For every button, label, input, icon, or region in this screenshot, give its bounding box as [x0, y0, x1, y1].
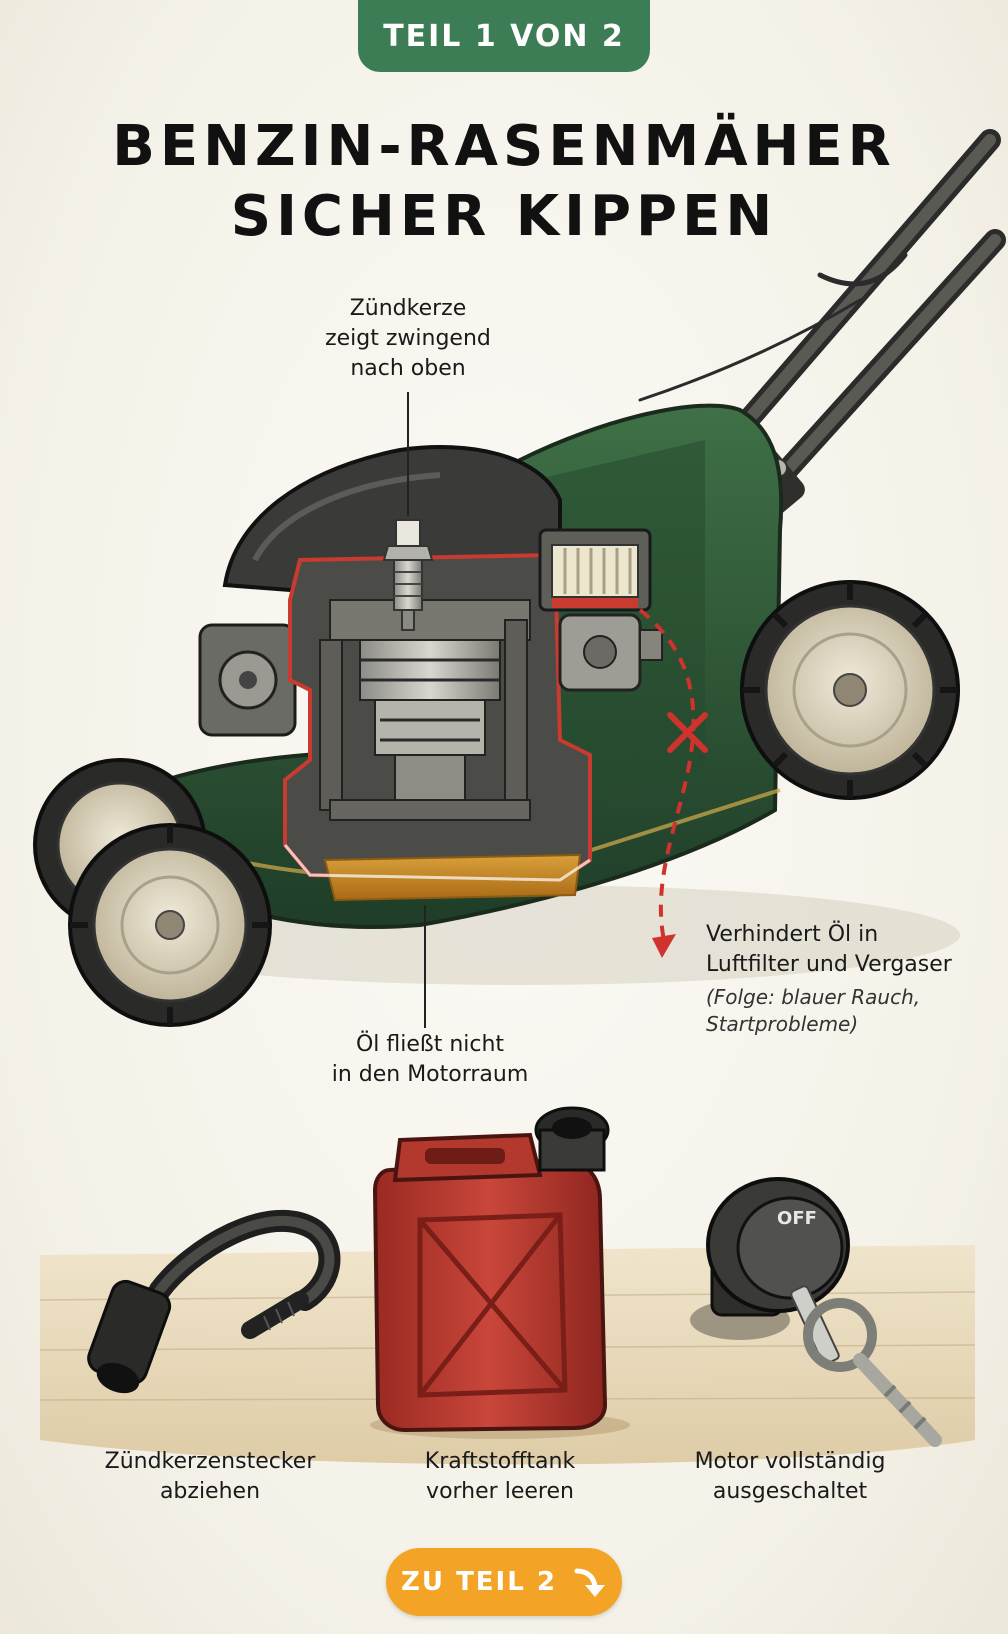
air-filter-annotation: Verhindert Öl in Luftfilter und Vergaser [706, 920, 996, 980]
next-part-button-label: ZU TEIL 2 [401, 1567, 557, 1597]
spark-plug-cap-icon [87, 1209, 341, 1394]
air-filter-note-line: Startprobleme) [706, 1012, 859, 1036]
air-filter-note-line: (Folge: blauer Rauch, [706, 985, 921, 1009]
oil-flow-blocked-path [638, 608, 696, 946]
part-badge-label: TEIL 1 VON 2 [383, 18, 625, 54]
rear-wheel [740, 580, 960, 800]
page-title-line-2: SICHER KIPPEN [230, 184, 778, 249]
front-wheel [68, 823, 272, 1027]
flow-arrow-head [652, 934, 676, 958]
part-badge: TEIL 1 VON 2 [358, 0, 650, 72]
mower-handle [638, 129, 1006, 511]
air-filter-annotation-line: Verhindert Öl in [706, 922, 879, 947]
starter-housing [198, 623, 297, 737]
fuel-canister-icon [370, 1106, 630, 1439]
step-caption-line: Motor vollständig [694, 1449, 886, 1474]
step-caption-line: abziehen [159, 1479, 261, 1504]
engine-internals [319, 599, 531, 821]
carburetor [558, 613, 663, 692]
arrow-down-right-icon [573, 1565, 607, 1599]
step-caption-line: Zündkerzenstecker [104, 1449, 316, 1474]
spark-plug-annotation-line: nach oben [350, 356, 466, 381]
oil-sump-annotation: Öl fließt nicht in den Motorraum [315, 1030, 545, 1090]
oil-sump-annotation-line: in den Motorraum [331, 1062, 529, 1087]
ignition-off-label: OFF [777, 1208, 817, 1229]
spark-plug [382, 519, 434, 631]
spark-plug-annotation-line: zeigt zwingend [325, 326, 491, 351]
blocked-x-icon [667, 712, 708, 753]
air-filter-annotation-line: Luftfilter und Vergaser [706, 952, 952, 977]
oil-sump-annotation-line: Öl fließt nicht [355, 1032, 505, 1057]
next-part-button[interactable]: ZU TEIL 2 [386, 1548, 622, 1616]
step-caption-engine-off: Motor vollständig ausgeschaltet [670, 1447, 910, 1507]
engine-cover [222, 445, 562, 593]
air-filter [538, 528, 652, 612]
air-filter-consequence-note: (Folge: blauer Rauch, Startprobleme) [706, 984, 996, 1038]
page-title-line-1: BENZIN-RASENMÄHER [112, 114, 896, 179]
step-caption-fuel-tank: Kraftstofftank vorher leeren [380, 1447, 620, 1507]
step-caption-line: Kraftstofftank [424, 1449, 576, 1474]
spark-plug-annotation-line: Zündkerze [349, 296, 467, 321]
ignition-key-icon: OFF [690, 1177, 942, 1447]
step-caption-line: vorher leeren [426, 1479, 574, 1504]
step-caption-line: ausgeschaltet [712, 1479, 868, 1504]
step-caption-spark-plug-cap: Zündkerzenstecker abziehen [90, 1447, 330, 1507]
spark-plug-annotation: Zündkerze zeigt zwingend nach oben [298, 294, 518, 384]
